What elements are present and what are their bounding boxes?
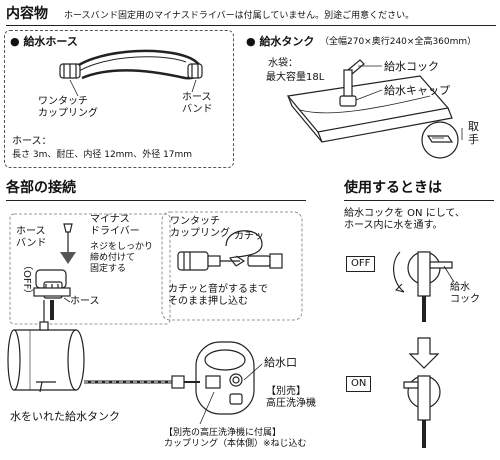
driver-label-line2: ドライバー [90, 226, 140, 237]
cock-on-illustration [403, 375, 441, 448]
hose-line-illustration [84, 375, 185, 389]
connection-divider [6, 200, 306, 201]
main-coupling-note: 【別売の高圧洗浄機に付属】 カップリング（本体側）※ねじ込む [164, 428, 307, 450]
push-note-line1: カチッと音がするまで [168, 284, 268, 295]
tank-section-title: ● 給水タンク [246, 35, 315, 48]
tighten-note-line2: 締め付けて [90, 253, 136, 263]
hose-spec-title: ホース： [12, 136, 52, 147]
washer-label-line2: 高圧洗浄機 [266, 398, 316, 409]
tighten-note-line1: ネジをしっかり [90, 242, 154, 252]
coupling-label: ワンタッチ カップリング [38, 96, 98, 120]
conn-off-label: （OFF） [21, 260, 32, 300]
band-label: ホース バンド [182, 92, 213, 116]
usage-instruction: 給水コックを ON にして、 ホース内に水を通す。 [344, 208, 465, 232]
conn-hose-label: ホース [70, 296, 100, 307]
usage-cock-label: 給水 コック [450, 282, 480, 306]
usage-cock-label-line2: コック [450, 294, 480, 305]
hose-spec-detail: 長さ 3m、耐圧、内径 12mm、外径 17mm [12, 150, 193, 160]
usage-instruction-line1: 給水コックを ON にして、 [344, 208, 465, 219]
pressure-washer-illustration [184, 341, 263, 425]
conn-coupling-label: ワンタッチ カップリング [170, 216, 230, 240]
hose-section-title-text: 給水ホース [23, 35, 78, 48]
tighten-note-line3: 固定する [90, 264, 127, 274]
click-bubble: カチッ [234, 231, 264, 242]
conn-coupling-label-line2: カップリング [170, 228, 230, 239]
hose-section-title: ● 給水ホース [10, 35, 78, 48]
connection-section-title: 各部の接続 [6, 180, 76, 196]
bag-label: 水袋： [268, 58, 298, 69]
band-label-line1: ホース [182, 92, 212, 103]
handle-label: 取 手 [468, 120, 479, 146]
push-note-line2: そのまま押し込む [168, 296, 248, 307]
main-coupling-note-line1: 【別売の高圧洗浄機に付属】 [164, 428, 282, 438]
tank-dims: （全幅270×奥行240×全高360mm） [320, 37, 477, 47]
conn-band-label-line2: バンド [16, 238, 47, 249]
washer-label: 【別売】 高圧洗浄機 [266, 386, 316, 410]
hose-section-frame [4, 30, 234, 168]
usage-divider [344, 200, 494, 201]
header-divider [6, 25, 496, 26]
conn-coupling-label-line1: ワンタッチ [170, 216, 220, 227]
push-note: カチッと音がするまで そのまま押し込む [168, 284, 268, 308]
cock-label: 給水コック [384, 60, 439, 73]
tank-caption: 水をいれた給水タンク [10, 410, 120, 423]
band-label-line2: バンド [182, 104, 213, 115]
driver-label-line1: マイナス [90, 214, 130, 225]
down-arrow-icon [408, 337, 440, 369]
page-title: 内容物 [6, 6, 48, 22]
handle-label-line1: 取 [468, 120, 479, 133]
cap-label: 給水キャップ [384, 84, 450, 97]
hose-coil-illustration [59, 49, 203, 97]
coupling-zoom-illustration [161, 211, 303, 321]
on-badge: ON [346, 376, 372, 392]
conn-band-label-line1: ホース [16, 226, 46, 237]
tank-section-title-text: 給水タンク [259, 35, 315, 48]
inlet-label: 給水口 [264, 356, 297, 369]
cock-off-illustration [393, 251, 455, 322]
water-tank-illustration [286, 59, 463, 159]
main-coupling-note-line2: カップリング（本体側）※ねじ込む [164, 439, 307, 449]
handle-label-line2: 手 [468, 133, 479, 146]
usage-instruction-line2: ホース内に水を通す。 [344, 220, 443, 231]
coupling-label-line1: ワンタッチ [38, 96, 88, 107]
washer-label-line1: 【別売】 [266, 386, 306, 397]
coupling-label-line2: カップリング [38, 108, 98, 119]
usage-cock-label-line1: 給水 [450, 282, 470, 293]
usage-section-title: 使用するときは [344, 180, 442, 196]
hose-band-detail-illustration [33, 223, 76, 320]
conn-band-label: ホース バンド [16, 226, 47, 250]
off-badge: OFF [346, 256, 376, 272]
header-note: ホースバンド固定用のマイナスドライバーは付属していません。別途ご用意ください。 [64, 11, 415, 21]
tank-cylinder-illustration [7, 213, 171, 393]
bag-capacity: 最大容量18L [266, 72, 325, 83]
driver-label: マイナス ドライバー [90, 214, 140, 238]
tighten-note: ネジをしっかり 締め付けて 固定する [90, 242, 153, 275]
